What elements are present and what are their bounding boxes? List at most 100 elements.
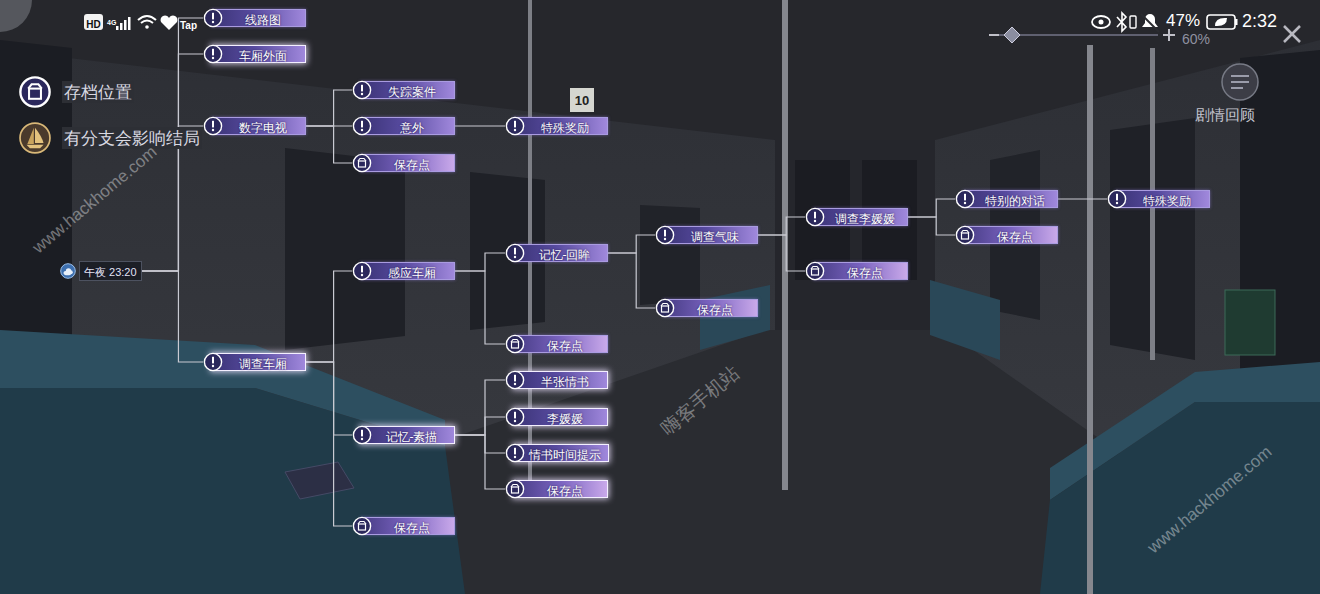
story-node: 李媛媛: [505, 407, 608, 427]
battery-icon: [1235, 19, 1238, 25]
node-label: 情书时间提示: [529, 448, 601, 462]
node-icon: [955, 225, 975, 245]
wifi-icon: [138, 16, 156, 20]
status-text: 47%: [1166, 12, 1200, 30]
event-icon: [353, 426, 370, 443]
save-icon: [806, 262, 823, 279]
label-holder: Tap: [180, 15, 197, 33]
branch-line: [306, 362, 352, 435]
branch-line: [758, 235, 805, 271]
status-text: Tap: [180, 20, 197, 32]
event-icon: [361, 85, 363, 92]
event-icon: [514, 383, 516, 385]
save-point-node: 保存点: [352, 516, 455, 536]
battery-saver-leaf: [1215, 18, 1227, 26]
save-icon: [359, 524, 366, 530]
node-icon: [955, 189, 975, 209]
node-icon: [505, 370, 525, 390]
car-ceiling: [0, 0, 1320, 140]
event-icon: [204, 45, 221, 62]
node-box: 线路图: [211, 9, 306, 27]
save-icon: [962, 233, 969, 239]
event-icon: [204, 9, 221, 26]
event-icon: [361, 266, 363, 273]
node-box: 午夜 23:20: [79, 261, 142, 281]
node-icon: [352, 261, 372, 281]
node-box: 记忆-素描: [360, 426, 455, 444]
node-icon: [505, 443, 525, 463]
event-icon: [514, 448, 516, 455]
node-icon: [352, 116, 372, 136]
branch-line: [455, 417, 505, 435]
battery-icon: [1207, 15, 1235, 29]
node-icon: [505, 407, 525, 427]
event-icon: [664, 230, 666, 237]
event-icon: [361, 121, 363, 128]
event-icon: [212, 49, 214, 56]
story-node: 调查气味: [655, 225, 758, 245]
label-holder: 嗨客手机站: [657, 361, 744, 439]
node-box: 数字电视: [211, 117, 306, 135]
save-icon: [512, 342, 519, 348]
event-icon: [506, 444, 523, 461]
node-label: 调查李媛媛: [835, 212, 895, 226]
node-box: 调查气味: [663, 226, 758, 244]
status-text: HD: [86, 17, 100, 33]
node-label: 保存点: [697, 303, 733, 317]
story-node: 特别的对话: [955, 189, 1058, 209]
far-seat: [930, 280, 1000, 360]
story-node: 数字电视: [203, 116, 306, 136]
save-icon: [662, 306, 669, 312]
legend-item: 有分支会影响结局: [18, 121, 202, 155]
corner-button: [0, 0, 32, 32]
save-icon: [511, 485, 519, 488]
node-label: 特殊奖励: [1143, 194, 1191, 208]
save-icon: [956, 226, 973, 243]
event-icon: [212, 129, 214, 131]
branch-line: [608, 253, 655, 308]
event-icon: [956, 190, 973, 207]
car-window: [990, 150, 1040, 320]
save-icon: [512, 487, 519, 493]
node-label: 失踪案件: [388, 85, 436, 99]
heart-icon: [161, 16, 178, 30]
node-icon: [203, 8, 223, 28]
event-icon: [514, 129, 516, 131]
event-icon: [514, 121, 516, 128]
event-icon: [361, 93, 363, 95]
node-icon: [352, 516, 372, 536]
node-icon: [655, 225, 675, 245]
node-label: 感应车厢: [388, 266, 436, 280]
watermark: www.hackhome.com: [29, 142, 161, 258]
save-icon: [961, 231, 969, 234]
node-icon: [352, 153, 372, 173]
save-icon: [353, 154, 370, 171]
save-icon: [656, 299, 673, 316]
story-node: 半张情书: [505, 370, 608, 390]
event-icon: [814, 220, 816, 222]
event-icon: [964, 202, 966, 204]
node-icon: [505, 243, 525, 263]
node-box: 特殊奖励: [513, 117, 608, 135]
node-box: 失踪案件: [360, 81, 455, 99]
save-icon: [511, 340, 519, 343]
grab-pole: [1087, 45, 1093, 594]
branch-line: [455, 435, 505, 489]
signal-bar: [116, 26, 119, 30]
story-node: 调查车厢: [203, 352, 306, 372]
node-label: 保存点: [847, 266, 883, 280]
event-icon: [664, 238, 666, 240]
branch-line: [908, 199, 955, 217]
branch-line: [306, 362, 352, 526]
node-box: 调查李媛媛: [813, 208, 908, 226]
save-icon: [359, 161, 366, 167]
event-icon: [506, 244, 523, 261]
node-icon: [655, 298, 675, 318]
label-holder: 47%: [1166, 12, 1200, 30]
story-node: 特殊奖励: [505, 116, 608, 136]
event-icon: [212, 13, 214, 20]
close-icon: [1284, 26, 1300, 42]
label-holder: www.hackhome.com: [1144, 442, 1276, 558]
